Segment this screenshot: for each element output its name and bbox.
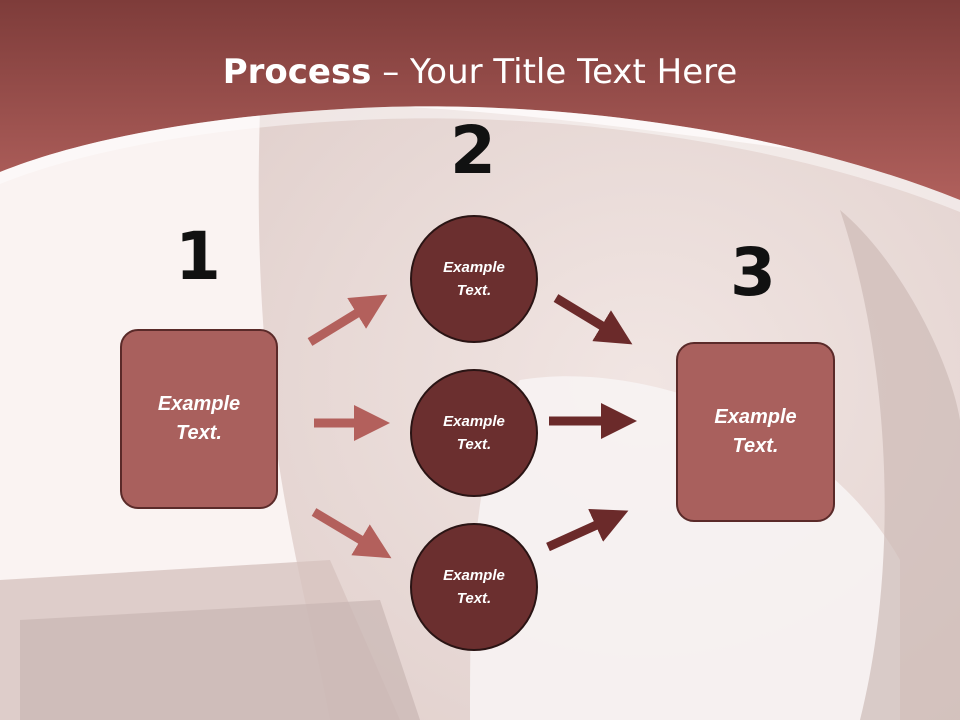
title-rest: – Your Title Text Here: [371, 52, 738, 92]
right-box-line2: Text.: [732, 435, 779, 457]
step-number-1: 1: [175, 218, 221, 295]
title-bold: Process: [222, 52, 372, 92]
left-box[interactable]: Example Text.: [120, 329, 278, 509]
left-box-line1: Example: [157, 393, 241, 415]
right-box-line1: Example: [714, 406, 797, 428]
left-box-line2: Text.: [176, 422, 222, 444]
circle-top[interactable]: Example Text.: [410, 215, 538, 343]
step-number-3: 3: [730, 234, 776, 311]
circle-middle[interactable]: Example Text.: [410, 369, 538, 497]
circle-middle-line2: Text.: [456, 436, 492, 453]
circle-bottom[interactable]: Example Text.: [410, 523, 538, 651]
circle-bottom-line2: Text.: [456, 590, 492, 607]
circle-bottom-line1: Example: [443, 567, 505, 584]
circle-top-line1: Example: [443, 259, 505, 276]
circle-middle-line1: Example: [443, 413, 505, 430]
slide-title: Process – Your Title Text Here: [0, 52, 960, 92]
circle-top-line2: Text.: [456, 282, 492, 299]
step-number-2: 2: [450, 112, 496, 189]
right-box[interactable]: Example Text.: [676, 342, 835, 522]
